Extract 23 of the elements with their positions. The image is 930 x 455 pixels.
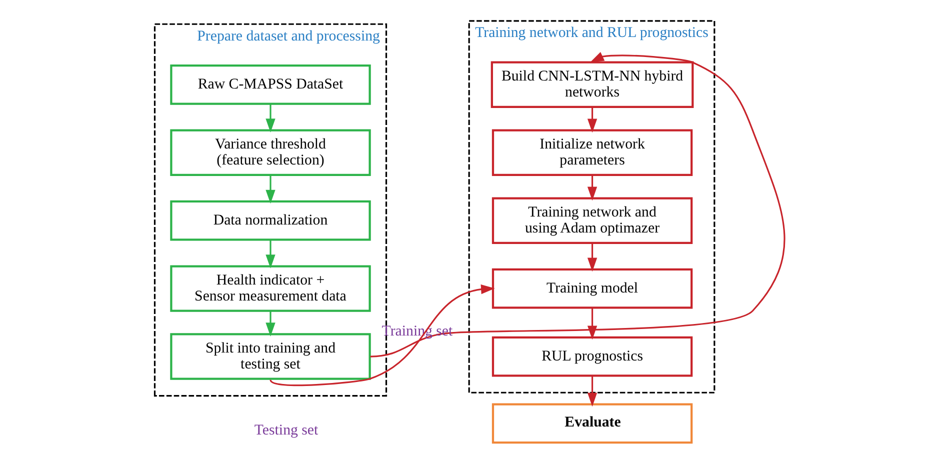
arrow — [586, 308, 597, 340]
arrow — [265, 104, 275, 132]
edge-label: Testing set — [254, 422, 318, 439]
arrow — [370, 52, 785, 358]
arrow — [265, 175, 275, 204]
node-box: Training network and using Adam optimazer — [491, 197, 692, 244]
node-box: Initialize network parameters — [491, 129, 692, 176]
node-box: Evaluate — [491, 403, 692, 444]
arrow — [586, 107, 597, 133]
node-box: RUL prognostics — [491, 336, 692, 377]
node-box: Build CNN-LSTM-NN hybird networks — [490, 61, 694, 108]
arrow — [265, 240, 275, 268]
node-box: Split into training and testing set — [170, 333, 370, 380]
arrow — [586, 175, 597, 201]
arrow — [269, 284, 494, 386]
node-box: Health indicator + Sensor measurement data — [170, 265, 370, 312]
arrow — [265, 311, 275, 337]
arrow — [586, 376, 597, 407]
node-box: Training model — [491, 268, 692, 309]
node-box: Data normalization — [170, 200, 370, 241]
arrow — [586, 243, 597, 272]
node-box: Raw C-MAPSS DataSet — [170, 64, 370, 105]
node-box: Variance threshold (feature selection) — [170, 129, 370, 176]
